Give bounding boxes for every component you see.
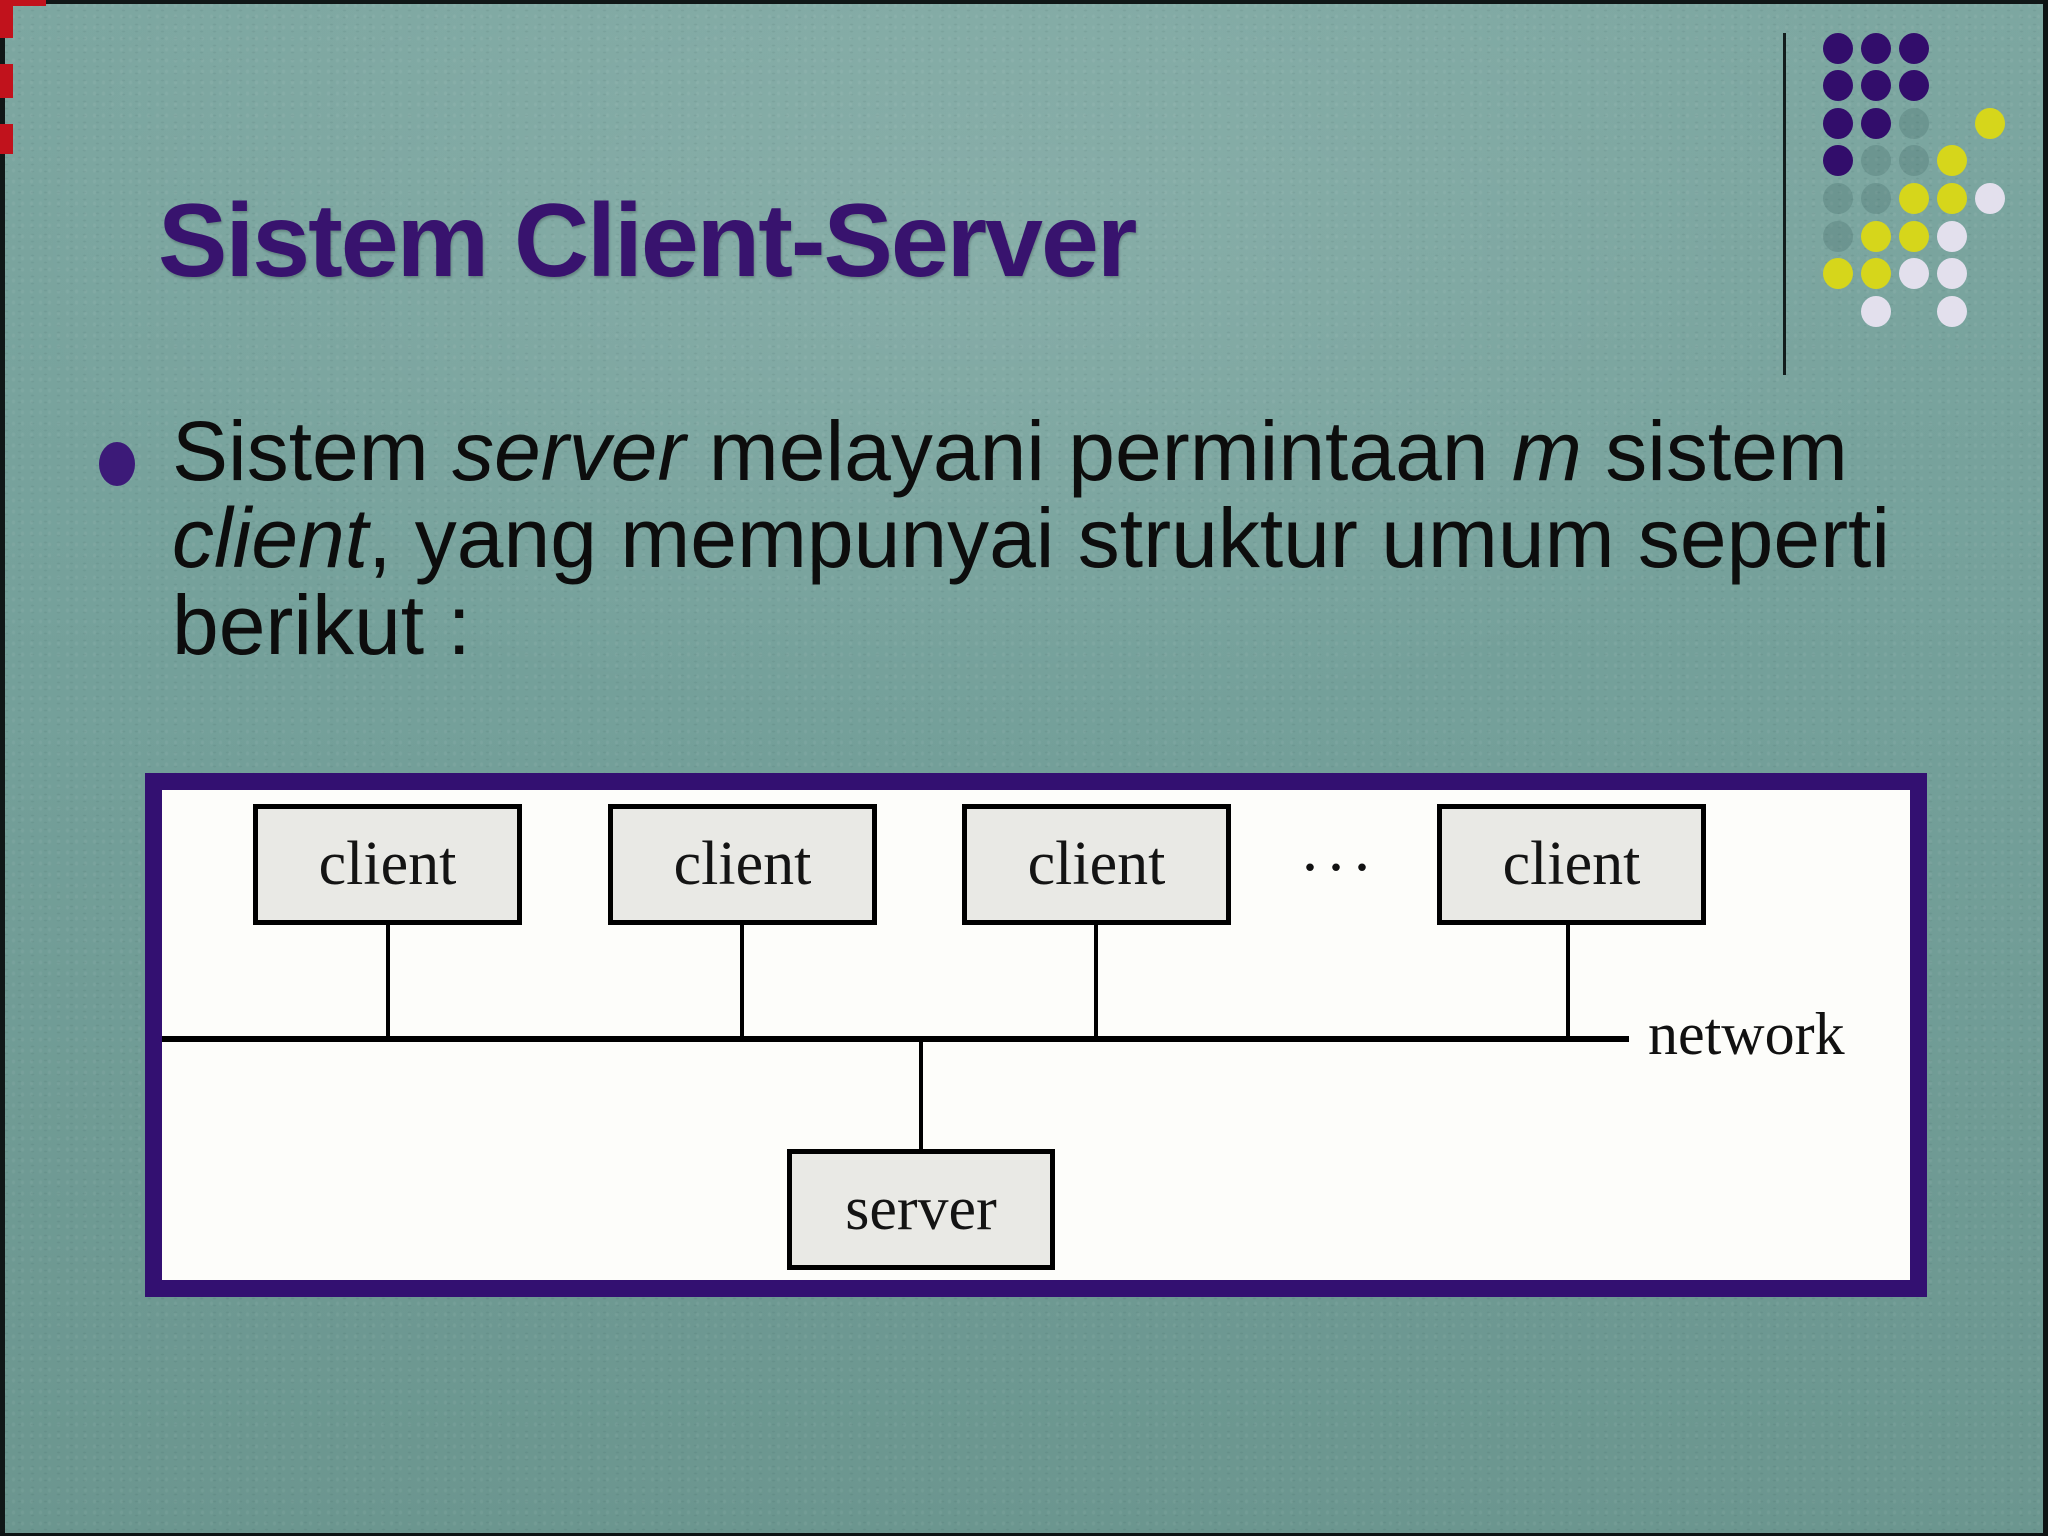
deco-dot <box>1861 107 1891 139</box>
server-box-label: server <box>845 1175 997 1243</box>
more-clients-ellipsis: ... <box>1302 813 1380 884</box>
client-box-4: client <box>1437 804 1706 925</box>
bullet-text-line-1: Sistem server melayani permintaan m sist… <box>172 408 1848 495</box>
text-segment-italic: m <box>1511 404 1582 498</box>
client-box-label: client <box>1027 830 1166 898</box>
deco-dot <box>1861 32 1891 64</box>
page-title: Sistem Client-Server <box>158 183 1137 299</box>
text-segment: melayani permintaan <box>685 404 1512 498</box>
edge-artifact-red <box>0 124 13 154</box>
bullet-marker <box>99 442 135 486</box>
deco-dot <box>1861 70 1891 102</box>
deco-dot <box>1823 258 1853 290</box>
client-box-label: client <box>673 830 812 898</box>
bullet-text-line-2: client, yang mempunyai struktur umum sep… <box>172 495 1890 582</box>
connector-line-client-1 <box>386 923 390 1038</box>
client-box-1: client <box>253 804 522 925</box>
network-label: network <box>1648 1001 1845 1067</box>
deco-dot <box>1861 220 1891 252</box>
deco-dot <box>1937 220 1967 252</box>
server-box: server <box>787 1149 1055 1270</box>
network-bus-line <box>162 1036 1629 1042</box>
connector-line-client-4 <box>1566 923 1570 1038</box>
edge-artifact-red <box>0 0 13 38</box>
ornament-divider-line <box>1783 33 1786 375</box>
deco-dot <box>1899 32 1929 64</box>
client-box-label: client <box>1502 830 1641 898</box>
deco-dot <box>1937 182 1967 214</box>
screen-edge-right <box>2043 0 2048 1536</box>
connector-line-client-3 <box>1094 923 1098 1038</box>
deco-dot <box>1899 182 1929 214</box>
deco-dot <box>1823 182 1853 214</box>
connector-line-client-2 <box>740 923 744 1038</box>
deco-dot <box>1975 182 2005 214</box>
text-segment: sistem <box>1581 404 1848 498</box>
deco-dot <box>1937 295 1967 327</box>
screen-edge-top <box>0 0 2048 4</box>
deco-dot <box>1899 258 1929 290</box>
text-segment-italic: server <box>452 404 686 498</box>
edge-artifact-red <box>0 0 46 6</box>
connector-line-server <box>919 1042 923 1149</box>
deco-dot <box>1899 220 1929 252</box>
deco-dot <box>1861 182 1891 214</box>
text-segment: berikut : <box>172 578 471 672</box>
text-segment: , yang mempunyai struktur umum seperti <box>368 491 1891 585</box>
text-segment: Sistem <box>172 404 453 498</box>
client-box-label: client <box>318 830 457 898</box>
bullet-text-line-3: berikut : <box>172 582 471 669</box>
deco-dot <box>1937 145 1967 177</box>
deco-dot <box>1937 258 1967 290</box>
deco-dot <box>1823 32 1853 64</box>
edge-artifact-red <box>0 64 13 98</box>
deco-dot <box>1975 107 2005 139</box>
deco-dot <box>1823 220 1853 252</box>
deco-dot <box>1899 145 1929 177</box>
screen-edge-bottom <box>0 1533 2048 1536</box>
text-segment-italic: client <box>172 491 369 585</box>
deco-dot <box>1899 70 1929 102</box>
screen-edge-left <box>0 0 5 1536</box>
deco-dot <box>1861 295 1891 327</box>
client-box-2: client <box>608 804 877 925</box>
deco-dot <box>1823 145 1853 177</box>
deco-dot <box>1899 107 1929 139</box>
deco-dot <box>1823 107 1853 139</box>
deco-dot <box>1823 70 1853 102</box>
deco-dot <box>1861 258 1891 290</box>
client-box-3: client <box>962 804 1231 925</box>
deco-dot <box>1861 145 1891 177</box>
client-server-diagram: client client client ... client network … <box>145 773 1927 1297</box>
